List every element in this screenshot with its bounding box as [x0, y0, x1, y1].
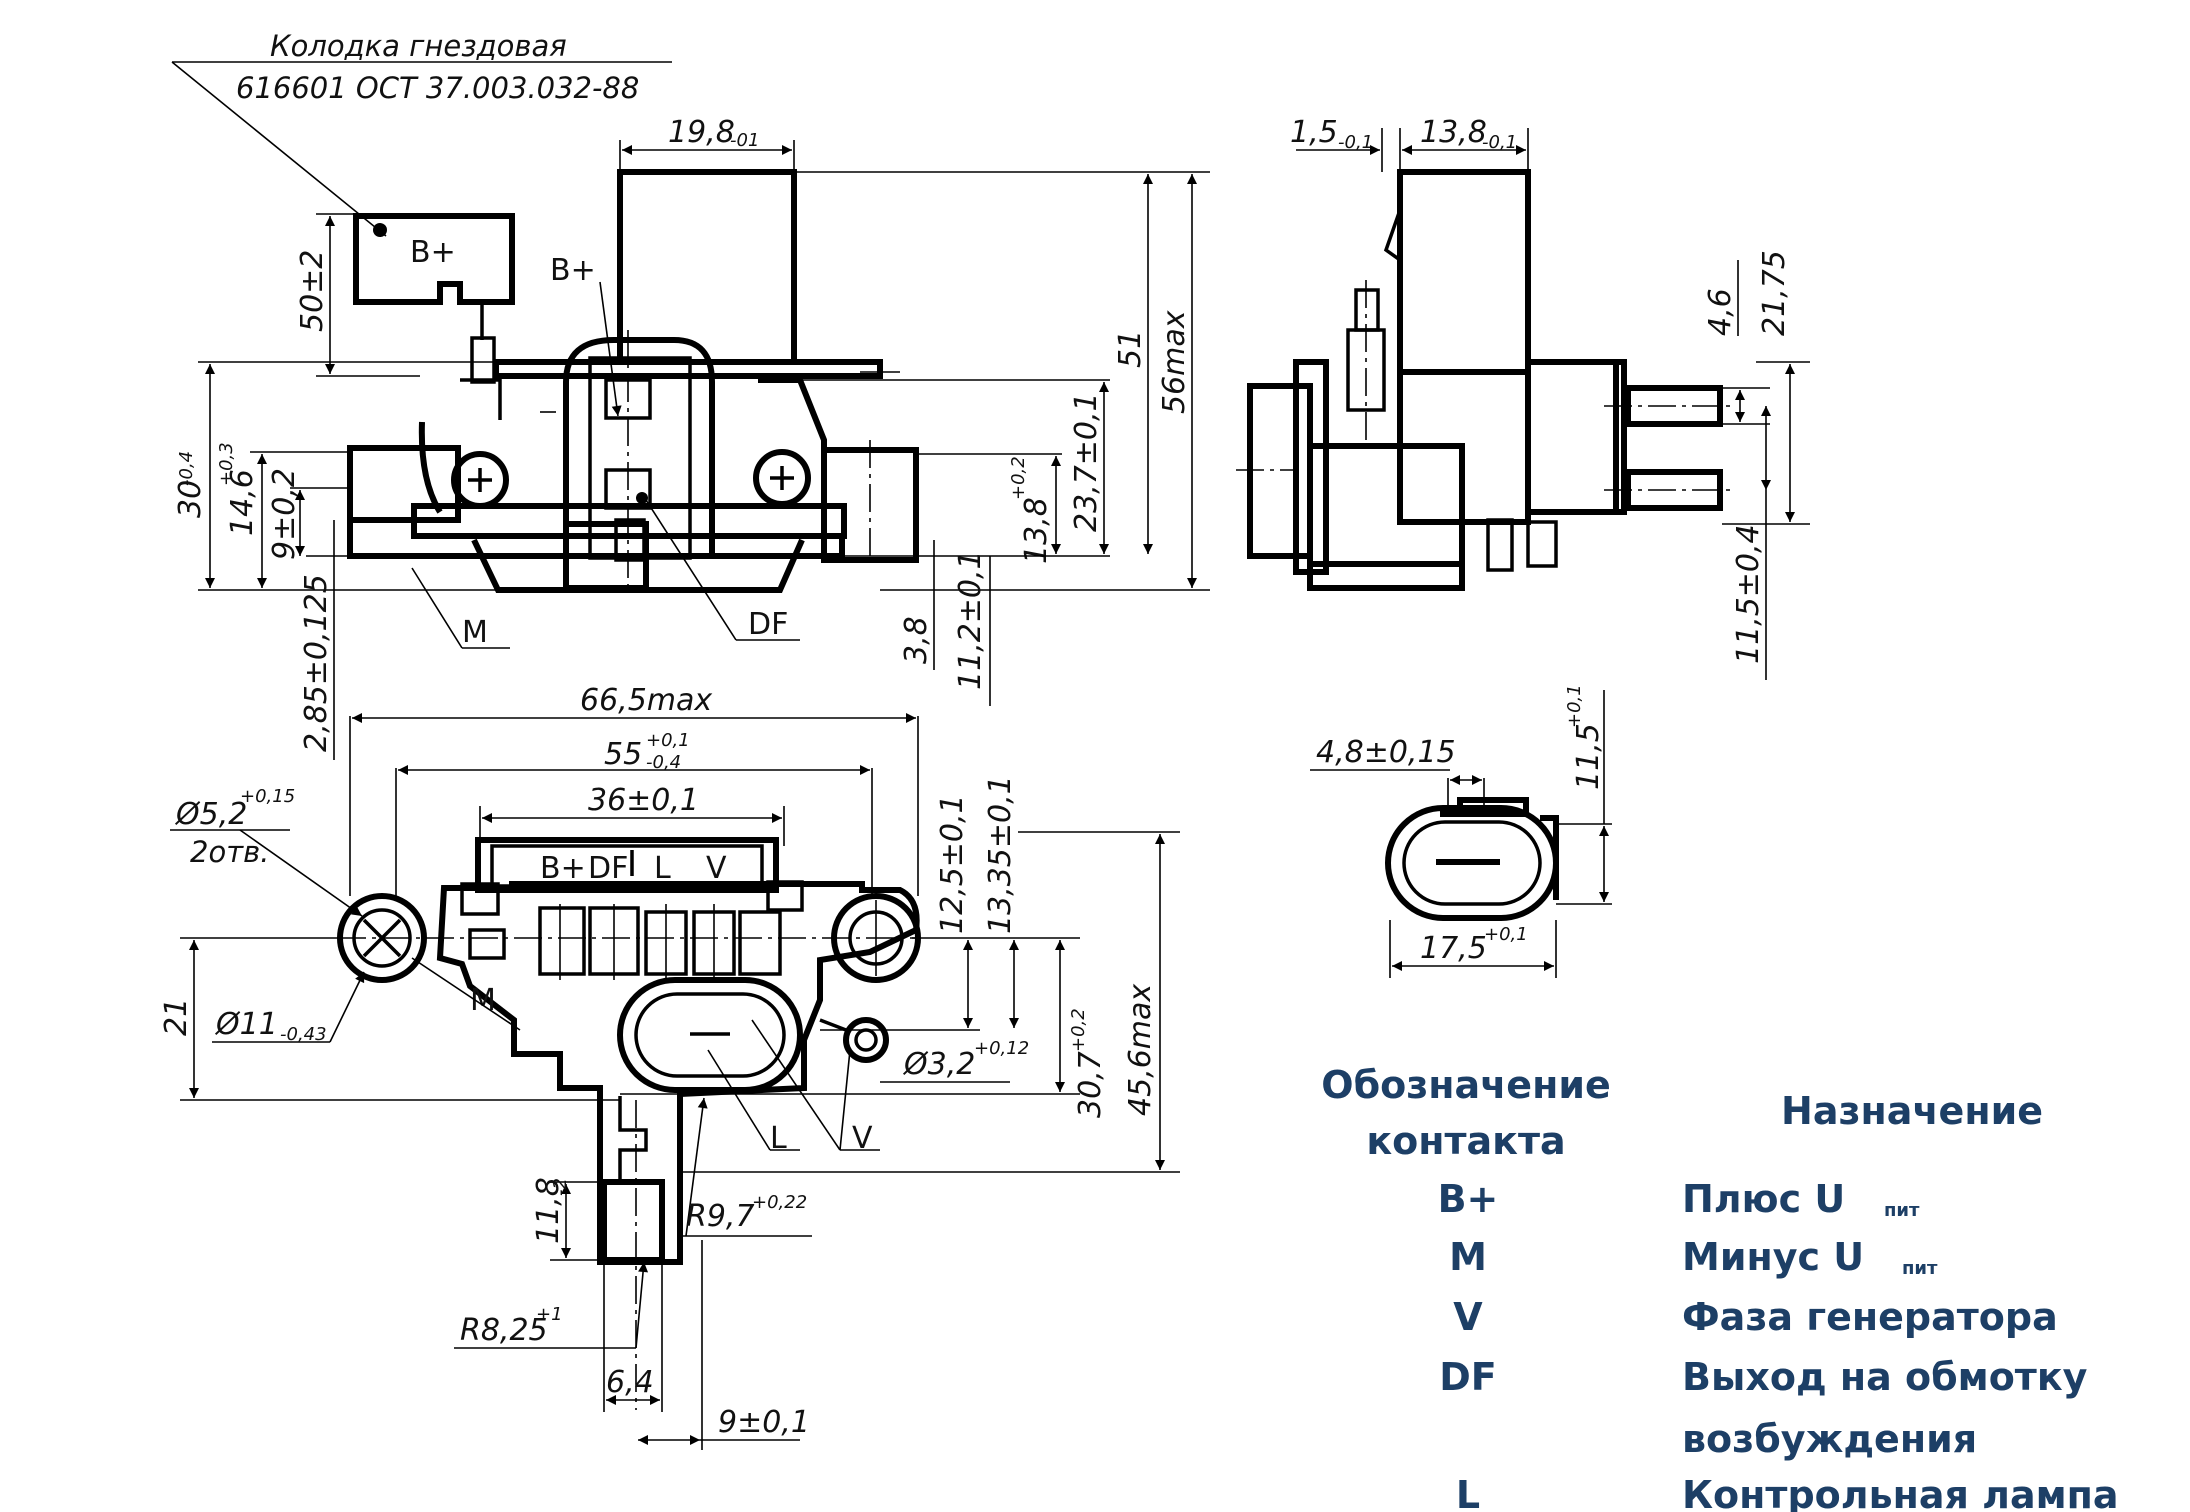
table-purpose-bplus-sub: пит — [1884, 1200, 1920, 1221]
front-view: Колодка гнездовая 616601 ОСТ 37.003.032-… — [171, 29, 1210, 760]
label-v-top: V — [852, 1121, 873, 1156]
dim-11-8-tol: -2 — [550, 1178, 571, 1196]
dim-r8-25: R8,25 — [460, 1313, 548, 1348]
plate-v: V — [706, 851, 727, 886]
dim-66-5: 66,5max — [580, 683, 712, 718]
top-view: В+ DF L V М L V 66,5max 55 +0,1 -0,4 36±… — [159, 683, 1180, 1450]
label-m-front: М — [462, 615, 488, 650]
dim-55-tol-dn: -0,4 — [646, 752, 681, 773]
table-purpose-df-cont: возбуждения — [1682, 1417, 1977, 1461]
dim-45-6: 45,6max — [1123, 984, 1158, 1116]
dim-13-8-side: 13,8 — [1420, 115, 1487, 150]
table-contact-l: L — [1456, 1473, 1480, 1512]
label-l-top: L — [770, 1121, 787, 1156]
dim-30-tol: -0,4 — [176, 451, 197, 486]
dim-11-5-side: 11,5±0,4 — [1731, 524, 1766, 664]
plate-l: L — [654, 851, 671, 886]
dim-17-5: 17,5 — [1420, 931, 1487, 966]
dim-2-85: 2,85±0,125 — [299, 574, 334, 752]
dim-13-8-tol: +0,2 — [1008, 456, 1029, 500]
table-purpose-v: Фаза генератора — [1682, 1295, 2058, 1339]
dim-21: 21 — [159, 998, 194, 1036]
dim-13-8-side-tol: -0,1 — [1482, 132, 1517, 153]
dim-55-tol-up: +0,1 — [646, 730, 690, 751]
table-contact-m: М — [1449, 1235, 1487, 1279]
table-purpose-m: Минус U — [1682, 1235, 1864, 1279]
dim-51: 51 — [1113, 330, 1148, 368]
dim-11-8: 11,8 — [531, 1177, 566, 1244]
dim-11-5-socket: 11,5 — [1571, 723, 1606, 790]
dim-30-7: 30,7 — [1073, 1051, 1108, 1118]
table-header-contact-2: контакта — [1366, 1119, 1565, 1163]
plate-df: DF — [588, 851, 628, 886]
plate-bplus: В+ — [540, 851, 586, 886]
side-view: 1,5 -0,1 13,8 -0,1 4,6 21,75 11,5±0,4 — [1236, 115, 1810, 680]
dim-11-tol: -0,43 — [280, 1024, 327, 1045]
table-contact-df: DF — [1439, 1355, 1497, 1399]
label-bplus-connector: В+ — [410, 235, 456, 270]
dim-r9-7-tol: +0,22 — [752, 1192, 807, 1213]
dim-1-5-tol: -0,1 — [1338, 132, 1373, 153]
dim-5-2: Ø5,2 — [174, 797, 247, 832]
dim-21-75: 21,75 — [1757, 250, 1792, 336]
dim-11: Ø11 — [214, 1007, 278, 1042]
table-purpose-l: Контрольная лампа — [1682, 1473, 2119, 1512]
table-purpose-bplus: Плюс U — [1682, 1177, 1845, 1221]
dim-14-6-tol: +0,3 — [216, 442, 237, 486]
dim-3-2-tol: +0,12 — [974, 1038, 1029, 1059]
dim-36: 36±0,1 — [588, 783, 699, 818]
dim-r9-7: R9,7 — [686, 1199, 755, 1234]
dim-12-5: 12,5±0,1 — [935, 794, 970, 934]
dim-9: 9±0,2 — [267, 468, 302, 560]
label-bplus-terminal: В+ — [550, 253, 596, 288]
table-contact-bplus: В+ — [1438, 1177, 1499, 1221]
dim-9-01: 9±0,1 — [718, 1405, 810, 1440]
dim-4-8: 4,8±0,15 — [1316, 735, 1456, 770]
dim-14-6: 14,6 — [225, 469, 260, 536]
dim-6-4: 6,4 — [606, 1365, 654, 1400]
dim-23-7: 23,7±0,1 — [1069, 392, 1104, 532]
dim-13-8: 13,8 — [1019, 497, 1054, 564]
dim-30-7-tol: +0,2 — [1068, 1008, 1089, 1052]
dim-50: 50±2 — [295, 250, 330, 332]
dim-19-8: 19,8 — [668, 115, 735, 150]
table-purpose-df: Выход на обмотку — [1682, 1355, 2088, 1399]
table-purpose-m-sub: пит — [1902, 1258, 1938, 1279]
dim-3-2: Ø3,2 — [902, 1047, 975, 1082]
dim-r8-25-tol: +1 — [536, 1304, 563, 1325]
dim-1-5: 1,5 — [1290, 115, 1338, 150]
holes-note: 2отв. — [190, 835, 269, 869]
dim-17-5-tol: +0,1 — [1484, 924, 1528, 945]
table-contact-v: V — [1453, 1295, 1483, 1339]
dim-56max: 56max — [1157, 310, 1192, 414]
dim-55: 55 — [604, 737, 642, 772]
dim-4-6: 4,6 — [1703, 288, 1738, 336]
socket-face-view: 4,8±0,15 11,5 +0,1 17,5 +0,1 — [1310, 684, 1612, 978]
dim-11-5-socket-tol: +0,1 — [1564, 684, 1585, 728]
dim-13-35: 13,35±0,1 — [983, 775, 1018, 934]
table-header-purpose: Назначение — [1781, 1089, 2043, 1133]
connector-note-line1: Колодка гнездовая — [270, 29, 567, 63]
dim-30: 30 — [173, 480, 208, 518]
dim-3-8: 3,8 — [899, 616, 934, 664]
label-df-front: DF — [748, 607, 788, 642]
label-m-top: М — [470, 983, 496, 1018]
dim-19-8-tol: -01 — [730, 130, 759, 151]
dim-5-2-tol: +0,15 — [240, 786, 295, 807]
dim-11-2: 11,2±0,1 — [953, 550, 988, 690]
connector-note-line2: 616601 ОСТ 37.003.032-88 — [236, 71, 639, 105]
table-header-contact-1: Обозначение — [1321, 1063, 1610, 1107]
contact-table: Обозначение контакта Назначение В+ Плюс … — [1321, 1063, 2118, 1512]
